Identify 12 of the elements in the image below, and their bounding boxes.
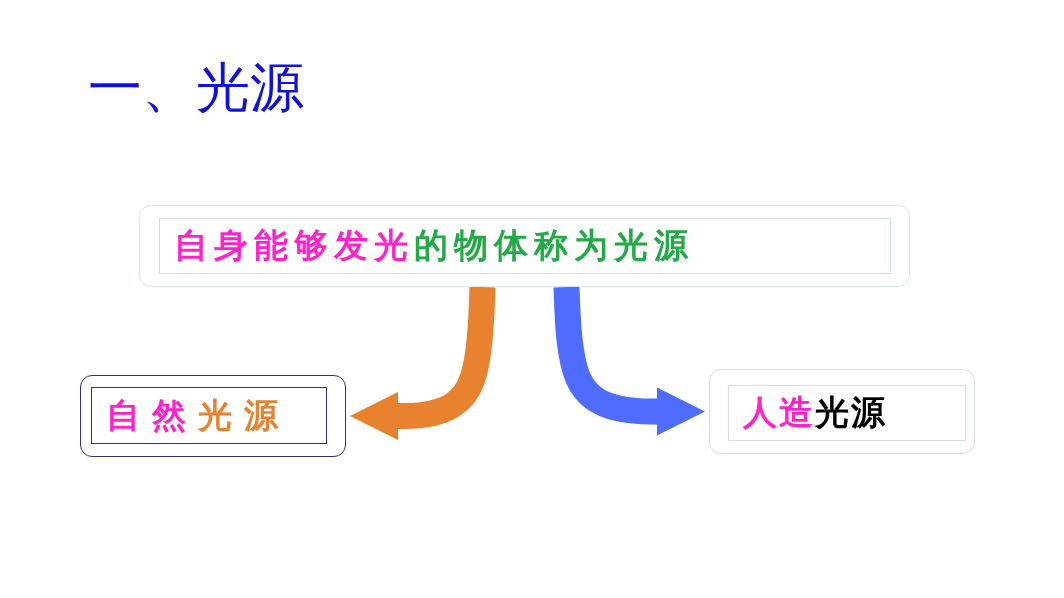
label-text: 自然 — [106, 393, 198, 437]
label-text: 光源 — [815, 391, 887, 434]
curved-arrow — [553, 286, 705, 436]
label-text: 自身能够发光 — [174, 224, 414, 267]
label-text: 人造 — [743, 391, 815, 434]
text-box — [80, 375, 346, 457]
curved-arrow — [350, 286, 496, 440]
label-text: 光源 — [198, 393, 290, 437]
label-text: 的物体称为光源 — [414, 224, 694, 267]
title: 一、光源 — [88, 55, 304, 121]
text-box — [139, 205, 910, 287]
text-box — [709, 369, 975, 454]
